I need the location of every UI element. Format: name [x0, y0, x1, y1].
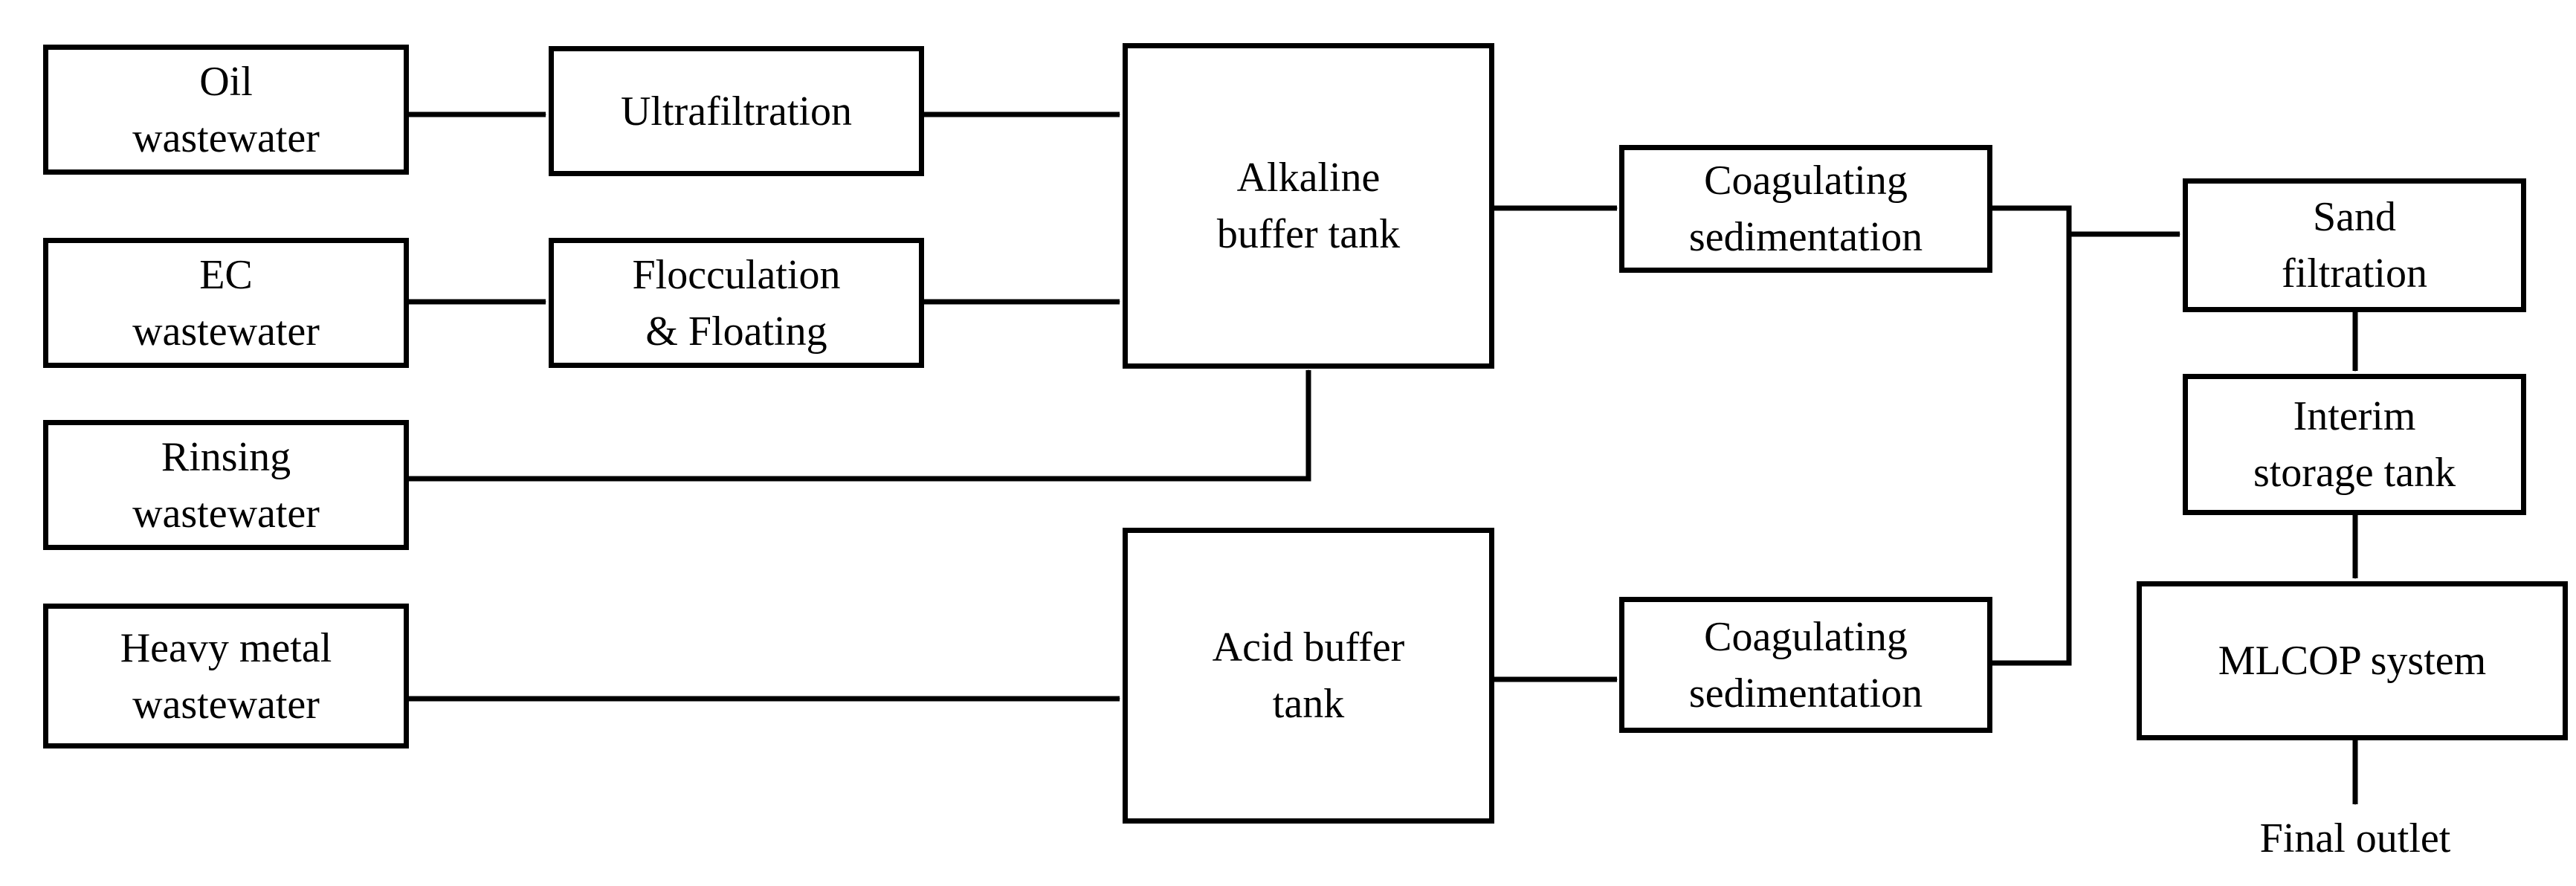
node-label-line: Rinsing — [161, 433, 291, 480]
node-label-line: EC — [199, 251, 253, 298]
node-label-line: wastewater — [132, 308, 320, 355]
node-label-line: Interim — [2293, 393, 2416, 439]
node-label-line: Heavy metal — [120, 624, 332, 671]
node-label-line: Coagulating — [1704, 613, 1908, 660]
node-label-line: sedimentation — [1688, 214, 1923, 260]
node-label-line: tank — [1272, 681, 1345, 727]
edge-rinsing-to-alkaline — [407, 370, 1311, 482]
mlcop-system-node: MLCOP system — [2137, 581, 2568, 740]
node-label-line: Alkaline — [1236, 155, 1381, 201]
edge-coag2-to-sand — [1991, 234, 2072, 666]
node-label-line: Sand — [2313, 194, 2396, 240]
node-label-line: MLCOP system — [2218, 638, 2487, 684]
node-label-line: wastewater — [132, 681, 320, 728]
node-label-line: Ultrafiltration — [620, 88, 852, 135]
node-label-line: wastewater — [132, 490, 320, 537]
node-label-line: Acid buffer — [1212, 624, 1405, 670]
interim-storage-tank-node: Interim storage tank — [2183, 374, 2526, 515]
coagulating-sedimentation-2-node: Coagulating sedimentation — [1619, 597, 1992, 733]
flocculation-floating-node: Flocculation & Floating — [549, 238, 924, 368]
node-label-line: storage tank — [2253, 450, 2456, 496]
node-label-line: sedimentation — [1688, 670, 1923, 717]
oil-wastewater-node: Oil wastewater — [43, 45, 409, 175]
ultrafiltration-node: Ultrafiltration — [549, 46, 924, 176]
node-label-line: Flocculation — [632, 251, 841, 298]
coagulating-sedimentation-1-node: Coagulating sedimentation — [1619, 145, 1992, 273]
alkaline-buffer-tank-node: Alkaline buffer tank — [1123, 43, 1494, 369]
node-label-line: wastewater — [132, 114, 320, 161]
node-label-line: Oil — [199, 58, 253, 105]
ec-wastewater-node: EC wastewater — [43, 238, 409, 368]
acid-buffer-tank-node: Acid buffer tank — [1123, 528, 1494, 824]
node-label-line: & Floating — [645, 308, 827, 355]
final-outlet-label: Final outlet — [2259, 815, 2451, 861]
node-label-line: filtration — [2282, 250, 2427, 297]
edge-coag1-to-sand — [1991, 205, 2180, 237]
node-label-line: buffer tank — [1216, 211, 1401, 257]
rinsing-wastewater-node: Rinsing wastewater — [43, 420, 409, 550]
heavy-metal-wastewater-node: Heavy metal wastewater — [43, 604, 409, 748]
node-label-line: Coagulating — [1704, 158, 1908, 204]
sand-filtration-node: Sand filtration — [2183, 178, 2526, 312]
